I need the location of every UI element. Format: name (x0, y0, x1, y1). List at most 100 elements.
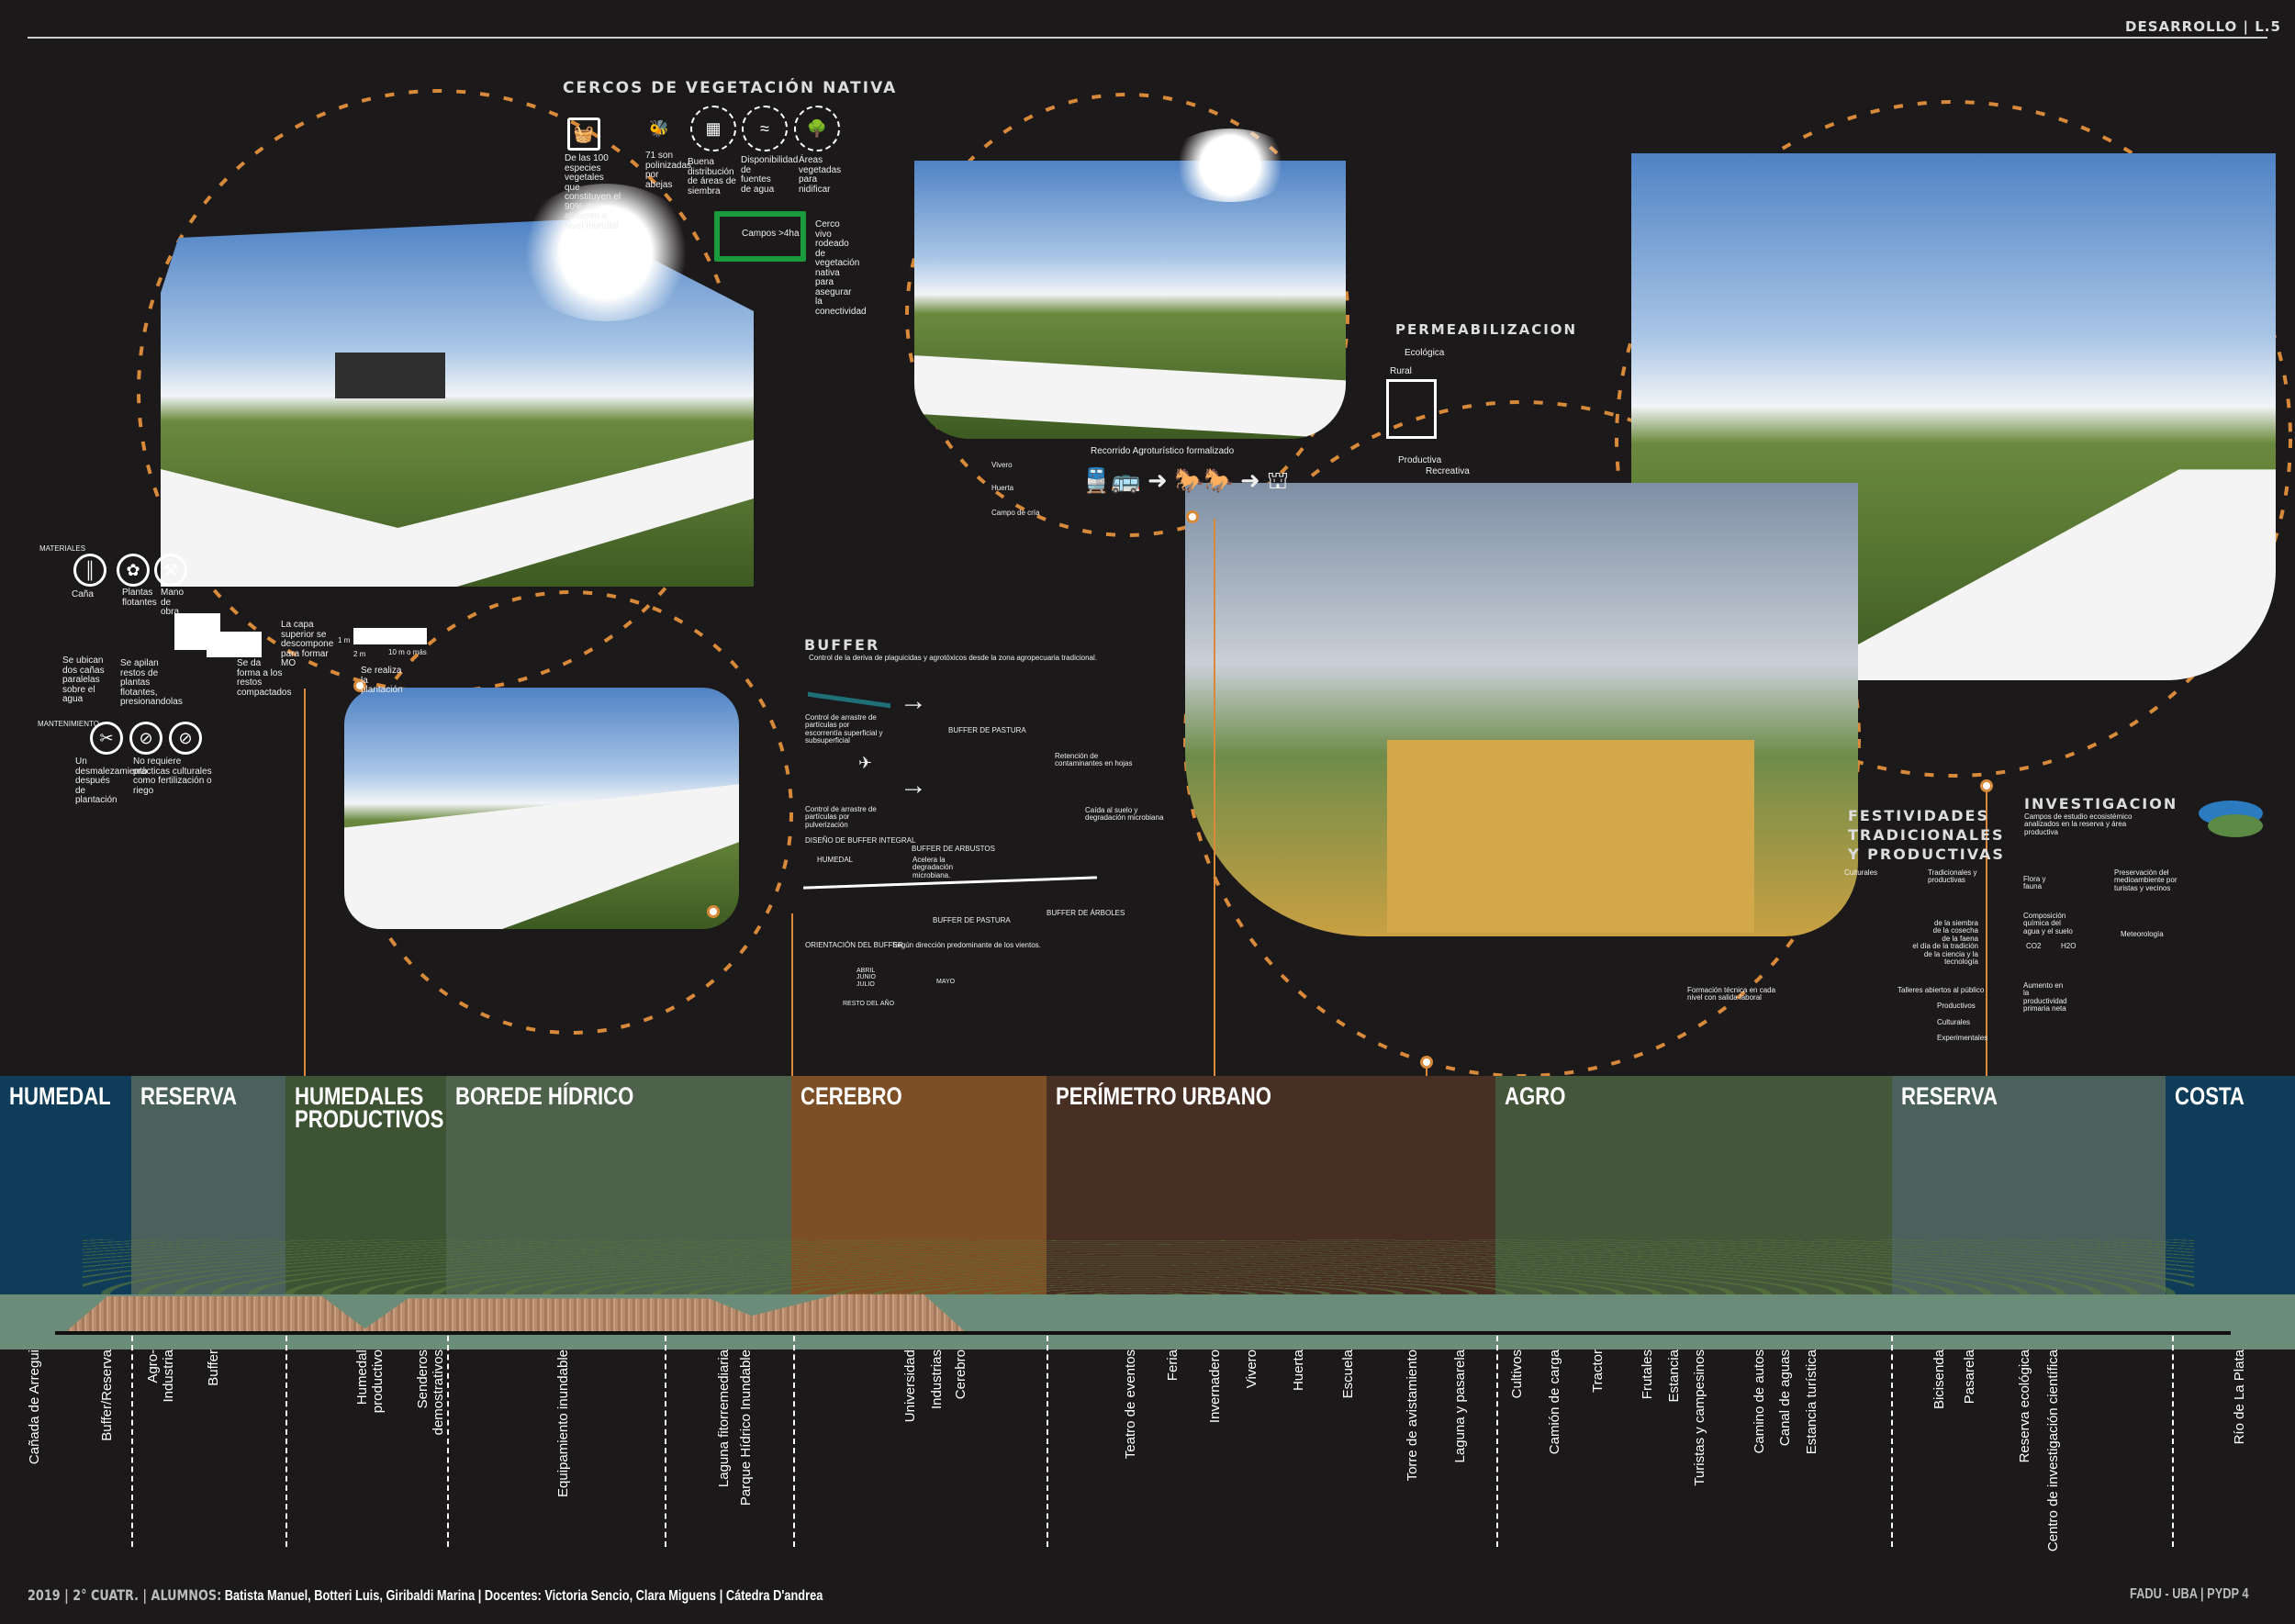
huerta-label: Huerta (991, 484, 1014, 492)
section-label: Bicisenda (1931, 1350, 1947, 1410)
section-label: Río de La Plata (2232, 1350, 2247, 1445)
connector-reserva (1986, 786, 1987, 1276)
marker-dot (1980, 779, 1993, 792)
recorrido-icons: 🚆🚌 ➜ 🐎🐎 ➜ ⛫ (1081, 466, 1289, 494)
material-label: Caña (72, 589, 94, 599)
band-label: BOREDE HÍDRICO (455, 1082, 634, 1110)
inv-item: Composición química del agua y el suelo (2023, 912, 2073, 935)
buffer-text: ABRIL JUNIO JULIO (856, 968, 876, 988)
section-label: Laguna fitorremediaria (716, 1350, 732, 1488)
photo-agroturismo (914, 161, 1346, 439)
campos-diagram (714, 211, 806, 262)
buffer-text: Según dirección predominante de los vien… (892, 941, 1041, 949)
section-label: Agro- Industria (145, 1350, 176, 1403)
fest-label: Tradicionales y productivas (1928, 868, 1977, 885)
section-label: Cerebro (953, 1350, 968, 1400)
perm-label: Ecológica (1405, 348, 1445, 358)
band-label: CEREBRO (800, 1082, 902, 1110)
section-label: Senderos demostrativos (415, 1350, 446, 1436)
section-label: Invernadero (1207, 1350, 1223, 1424)
divider (1047, 1336, 1048, 1547)
tree-icon: 🌳 (794, 106, 840, 151)
dim-length: 10 m o más (388, 648, 427, 656)
water-icon: ≈ (742, 106, 788, 151)
campos-label: Campos >4ha (742, 229, 800, 239)
section-label: Buffer/Reserva (99, 1350, 115, 1441)
step-text: Se realiza la plantación (361, 666, 403, 695)
trees-row (83, 1239, 2194, 1294)
section-label: Cañada de Arregui (27, 1350, 42, 1465)
section-label: Industrias (929, 1350, 945, 1410)
marker-dot (1420, 1056, 1433, 1069)
circle-3 (905, 93, 1349, 537)
connector-humedales (304, 689, 306, 1276)
buffer-text: Acelera la degradación microbiana. (912, 856, 954, 879)
step-text: La capa superior se descompone para form… (281, 620, 334, 668)
arrow-icon: → (900, 686, 927, 716)
divider (447, 1336, 449, 1547)
step-text: Se ubican dos cañas paralelas sobre el a… (62, 655, 105, 704)
band-label: HUMEDALES PRODUCTIVOS (295, 1082, 444, 1133)
divider (131, 1336, 133, 1547)
buffer-text: MAYO (936, 979, 956, 985)
dim-width: 2 m (353, 650, 366, 658)
section-label: Canal de aguas (1777, 1350, 1793, 1447)
floating-plant-icon: ✿ (117, 554, 150, 587)
inv-item: Aumento en la productividad primaria net… (2023, 981, 2067, 1014)
bed-block (353, 628, 427, 644)
photo-paseo (344, 688, 739, 929)
marker-dot (707, 905, 720, 918)
buffer-text: Caída al suelo y degradación microbiana (1085, 806, 1164, 823)
mantenimiento-title: MANTENIMIENTO (38, 720, 99, 728)
mant-text: Un desmalezamiento después de plantación (75, 756, 148, 805)
taller-item: Productivos (1937, 1002, 1976, 1010)
materiales-title: MATERIALES (39, 544, 86, 553)
footer-students: Batista Manuel, Botteri Luis, Giribaldi … (224, 1588, 823, 1604)
marker-dot (1186, 510, 1199, 523)
vivero-label: Vivero (991, 461, 1013, 469)
mant-text: No requiere prácticas culturales como fe… (133, 756, 212, 796)
h2o-label: H2O (2061, 942, 2077, 950)
investigacion-subtitle: Campos de estudio ecosistémico analizado… (2024, 812, 2133, 836)
festividades-title: FESTIVIDADES TRADICIONALES Y PRODUCTIVAS (1848, 807, 2005, 863)
permeabilizacion-title: PERMEABILIZACION (1395, 321, 1578, 338)
step-text: Se da forma a los restos compactados (237, 658, 292, 698)
material-label: Plantas flotantes (122, 588, 157, 608)
section-label: Cultivos (1509, 1350, 1525, 1399)
perm-label: Productiva (1398, 455, 1442, 465)
divider (665, 1336, 666, 1547)
cercos-item: Disponibilidad de fuentes de agua (741, 155, 799, 195)
connector-perimetro (1214, 519, 1215, 1276)
permeabilizacion-plan (1386, 379, 1437, 439)
section-label: Teatro de eventos (1123, 1350, 1138, 1460)
section-label: Camión de carga (1547, 1350, 1562, 1455)
step-block (207, 632, 262, 657)
arrow-icon: → (900, 770, 927, 801)
fest-talleres: Talleres abiertos al público (1898, 986, 1985, 994)
buffer-text: Retención de contaminantes en hojas (1055, 752, 1133, 768)
campo-cria-label: Campo de cría (991, 509, 1040, 517)
band-label: AGRO (1505, 1082, 1566, 1110)
map-icon (2208, 814, 2263, 837)
no-irrigation-icon: ⊘ (169, 722, 202, 755)
taller-item: Experimentales (1937, 1034, 1988, 1042)
buffer-text: BUFFER DE PASTURA (933, 916, 1011, 924)
divider (793, 1336, 795, 1547)
dim-height: 1 m (338, 636, 351, 644)
section-label: Estancia turística (1804, 1350, 1819, 1455)
section-label: Huerta (1291, 1350, 1306, 1392)
weeding-icon: ✂ (90, 722, 123, 755)
section-label: Torre de avistamiento (1405, 1350, 1420, 1482)
header-rule (28, 37, 2267, 39)
worker-icon: ⚒ (154, 554, 187, 587)
buffer-text: HUMEDAL (817, 856, 854, 864)
fest-formacion: Formación técnica en cada nivel con sali… (1687, 986, 1776, 1002)
bee-icon: 🐝 (648, 118, 670, 138)
fest-dias: de la siembra de la cosecha de la faena … (1912, 919, 1978, 966)
section-label: Parque Hídrico Inundable (738, 1350, 754, 1506)
taller-item: Culturales (1937, 1018, 1971, 1026)
section-label: Pasarela (1962, 1350, 1977, 1405)
inv-item: Meteorología (2121, 930, 2164, 938)
divider (2172, 1336, 2174, 1547)
basket-icon: 🧺 (567, 118, 600, 151)
